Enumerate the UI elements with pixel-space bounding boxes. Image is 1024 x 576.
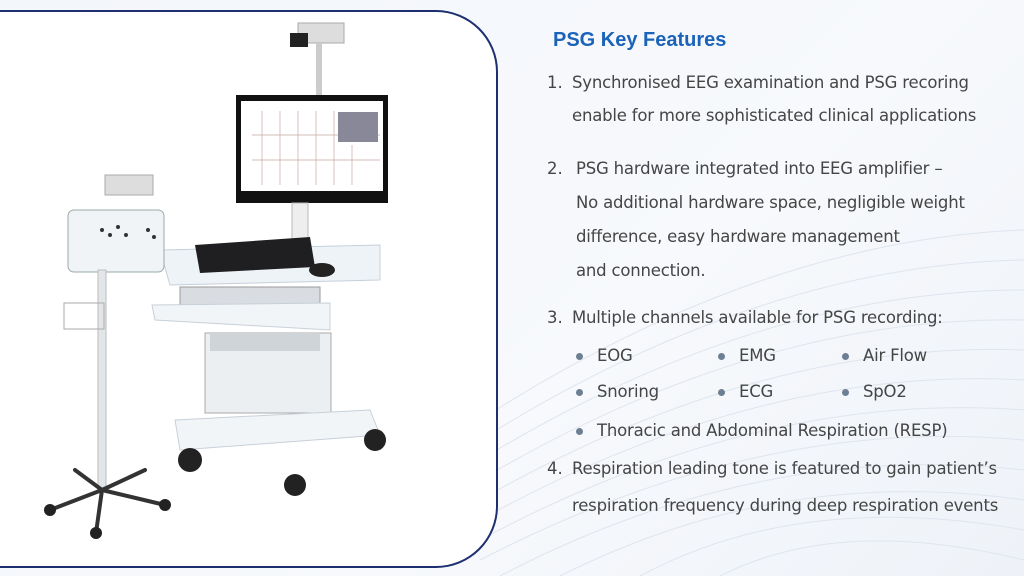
channel-item: Air Flow xyxy=(863,346,927,365)
keyboard-icon xyxy=(195,237,315,273)
bullet-icon xyxy=(718,389,725,396)
channel-item: EOG xyxy=(597,346,633,365)
item-text: enable for more sophisticated clinical a… xyxy=(572,106,977,125)
item-text: Synchronised EEG examination and PSG rec… xyxy=(572,73,969,92)
bullet-icon xyxy=(842,353,849,360)
channel-item: Snoring xyxy=(597,382,659,401)
bullet-icon xyxy=(842,389,849,396)
item-number: 1. xyxy=(547,73,563,92)
item-text: respiration frequency during deep respir… xyxy=(572,496,999,515)
channel-item: SpO2 xyxy=(863,382,907,401)
item-number: 3. xyxy=(547,308,563,327)
item-text: and connection. xyxy=(576,261,706,280)
bullet-icon xyxy=(576,428,583,435)
item-number: 2. xyxy=(547,159,563,178)
item-number: 4. xyxy=(547,459,563,478)
channel-item: EMG xyxy=(739,346,776,365)
channel-item: Thoracic and Abdominal Respiration (RESP… xyxy=(597,421,948,440)
monitor-icon xyxy=(236,95,388,203)
item-text: No additional hardware space, negligible… xyxy=(576,193,965,212)
item-text: Multiple channels available for PSG reco… xyxy=(572,308,943,327)
item-text: PSG hardware integrated into EEG amplifi… xyxy=(576,159,943,178)
camera-icon xyxy=(290,22,345,103)
item-text: difference, easy hardware management xyxy=(576,227,900,246)
bullet-icon xyxy=(718,353,725,360)
psg-cart-illustration xyxy=(44,22,388,539)
item-text: Respiration leading tone is featured to … xyxy=(572,459,997,478)
channel-item: ECG xyxy=(739,382,774,401)
bullet-icon xyxy=(576,353,583,360)
bullet-icon xyxy=(576,389,583,396)
page-title: PSG Key Features xyxy=(553,29,727,51)
